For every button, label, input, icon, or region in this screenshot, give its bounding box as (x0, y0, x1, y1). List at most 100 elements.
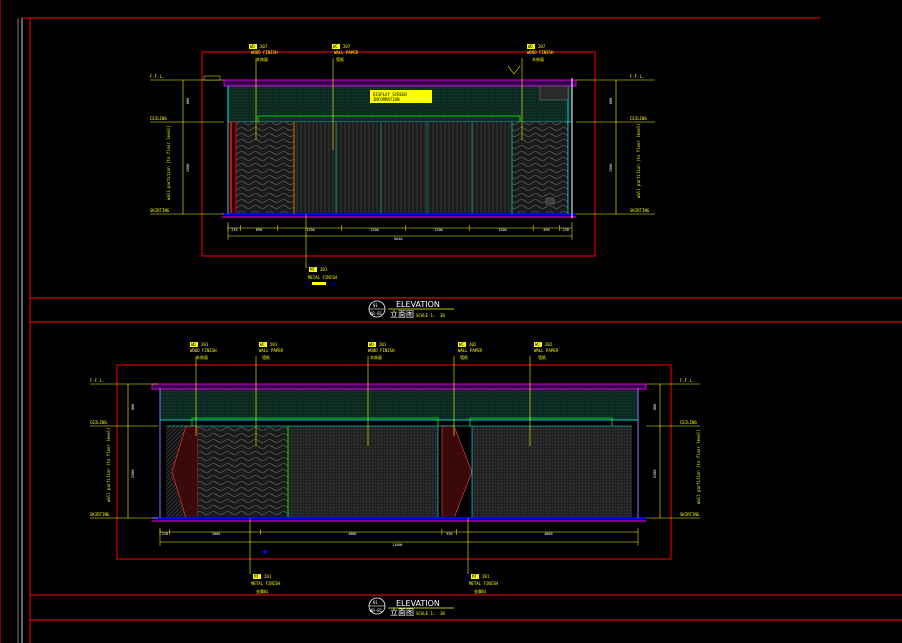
svg-text:SCALE 1:: SCALE 1: (416, 313, 435, 318)
svg-text:201: 201 (320, 267, 328, 272)
callout-wood-finish-left: WD 207 WOOD FINISH 木饰面 (249, 44, 278, 140)
dimension-value: 4000 (348, 532, 356, 536)
svg-text:METAL FINISH: METAL FINISH (251, 581, 280, 586)
dimension-value: 1200 (306, 228, 314, 232)
svg-text:207: 207 (343, 44, 351, 49)
svg-text:CEILING: CEILING (150, 116, 167, 121)
svg-text:201: 201 (201, 342, 209, 347)
wallpaper-panel-left (288, 426, 438, 518)
dimension-value: 1200 (370, 228, 378, 232)
dimension-value: 210 (162, 532, 168, 536)
callout-metal-finish: MT 201 METAL FINISH (305, 214, 337, 285)
dimension-value: 2000 (212, 532, 220, 536)
svg-text:CEILING: CEILING (680, 420, 697, 425)
svg-text:wall partition (to floor level: wall partition (to floor level) (696, 429, 701, 504)
svg-text:SCALE 1:: SCALE 1: (416, 611, 435, 616)
callout-wall-paper: WC 207 WALL PAPER 墙纸 (332, 44, 359, 150)
svg-text:202: 202 (469, 342, 477, 347)
svg-text:5640: 5640 (394, 237, 402, 241)
svg-text:11000: 11000 (392, 543, 403, 547)
svg-text:wall partition (to floor level: wall partition (to floor level) (636, 123, 641, 198)
display-sign: DISPLAY SCREEN INFORMATION (370, 90, 432, 103)
dimension-value: 1200 (498, 228, 506, 232)
svg-text:木饰面: 木饰面 (370, 354, 382, 360)
svg-text:WOOD FINISH: WOOD FINISH (527, 50, 554, 55)
view-title-upper: 01 AR-B1 ELEVATION 立面图 SCALE 1: 30 (368, 300, 454, 319)
svg-text:WOOD FINISH: WOOD FINISH (190, 348, 217, 353)
svg-text:30: 30 (440, 611, 445, 616)
svg-text:F.F.L.: F.F.L. (680, 378, 694, 383)
ceiling-zone (159, 387, 639, 421)
svg-text:207: 207 (260, 44, 268, 49)
svg-text:SKIRTING: SKIRTING (630, 208, 650, 213)
svg-text:202: 202 (545, 342, 553, 347)
svg-text:207: 207 (538, 44, 546, 49)
svg-text:木饰面: 木饰面 (256, 56, 268, 62)
elevation-lower: WD 201 WOOD FINISH 木饰面 WC 201 WALL PAPER… (90, 342, 701, 617)
svg-text:WC: WC (535, 342, 540, 347)
dimension-value: 238 (563, 228, 569, 232)
svg-text:30: 30 (440, 313, 445, 318)
callout-wall-paper-1: WC 201 WALL PAPER 墙纸 (255, 342, 284, 446)
svg-text:SKIRTING: SKIRTING (680, 512, 700, 517)
dimension-value: 490 (543, 228, 549, 232)
svg-text:WC: WC (260, 342, 265, 347)
callout-wood-finish-2: WD 201 WOOD FINISH 木饰面 (367, 342, 395, 446)
sign-line-1: DISPLAY SCREEN (373, 92, 407, 97)
svg-text:AR-B1: AR-B1 (370, 311, 383, 316)
viewport-frame (116, 364, 672, 560)
svg-text:2500: 2500 (186, 164, 190, 172)
svg-text:wall partition (to floor level: wall partition (to floor level) (166, 125, 171, 200)
svg-text:2500: 2500 (131, 470, 135, 478)
svg-text:201: 201 (264, 574, 272, 579)
svg-text:wall partition (to floor level: wall partition (to floor level) (106, 427, 111, 502)
svg-text:WALL PAPER: WALL PAPER (334, 50, 359, 55)
svg-text:01: 01 (373, 303, 378, 308)
viewport-frame (201, 51, 596, 257)
svg-text:WD: WD (528, 44, 533, 49)
dimension-value: 1200 (434, 228, 442, 232)
svg-text:F.F.L.: F.F.L. (150, 74, 164, 79)
svg-text:600: 600 (186, 98, 190, 104)
svg-text:MT: MT (254, 574, 259, 579)
svg-text:2500: 2500 (653, 470, 657, 478)
svg-text:金属料: 金属料 (474, 588, 486, 594)
svg-text:WC: WC (333, 44, 338, 49)
callout-wood-finish-right: WD 207 WOOD FINISH 木饰面 (521, 44, 554, 140)
dimension-value: 690 (256, 228, 262, 232)
svg-text:201: 201 (379, 342, 387, 347)
svg-text:墙纸: 墙纸 (336, 56, 344, 62)
dimension-value: 235 (231, 228, 237, 232)
callout-wood-finish-1: WD 201 WOOD FINISH 木饰面 (190, 342, 217, 436)
svg-text:木饰面: 木饰面 (196, 354, 208, 360)
svg-text:F.F.L.: F.F.L. (90, 378, 104, 383)
svg-text:金属料: 金属料 (256, 588, 268, 594)
view-title: ELEVATION (396, 599, 440, 608)
left-dimension-chain: F.F.L. CEILING SKIRTING 600 2500 wall pa… (150, 74, 224, 215)
svg-text:2500: 2500 (609, 164, 613, 172)
dimension-value: 320 (446, 532, 452, 536)
callout-wall-paper-3: WC 202 WALL PAPER 墙纸 (529, 342, 559, 446)
svg-text:METAL FINISH: METAL FINISH (308, 275, 337, 280)
callout-wall-paper-2: WC 202 WALL PAPER 墙纸 (453, 342, 483, 436)
view-title-lower: 01 AR-B1 ELEVATION 立面图 SCALE 1: 30 (368, 597, 454, 617)
svg-text:MT: MT (310, 267, 315, 272)
svg-text:立面图: 立面图 (390, 309, 414, 319)
svg-text:SKIRTING: SKIRTING (150, 208, 170, 213)
elevation-upper: DISPLAY SCREEN INFORMATION WD 207 WOOD F… (150, 44, 655, 319)
right-dimension-chain: F.F.L. CEILING SKIRTING 600 2500 wall pa… (576, 74, 655, 215)
svg-text:WOOD FINISH: WOOD FINISH (251, 50, 278, 55)
svg-text:墙纸: 墙纸 (262, 354, 270, 360)
svg-text:墙纸: 墙纸 (460, 354, 468, 360)
svg-text:AR-B1: AR-B1 (370, 608, 383, 613)
svg-text:WD: WD (250, 44, 255, 49)
svg-text:SKIRTING: SKIRTING (90, 512, 110, 517)
right-dimension-chain-lower: F.F.L. CEILING SKIRTING 600 2500 wall pa… (646, 378, 701, 519)
left-dimension-chain-lower: F.F.L. CEILING SKIRTING 600 2500 wall pa… (90, 378, 158, 519)
svg-text:木饰面: 木饰面 (532, 56, 544, 62)
svg-text:WOOD FINISH: WOOD FINISH (368, 348, 395, 353)
sign-line-2: INFORMATION (373, 97, 400, 102)
